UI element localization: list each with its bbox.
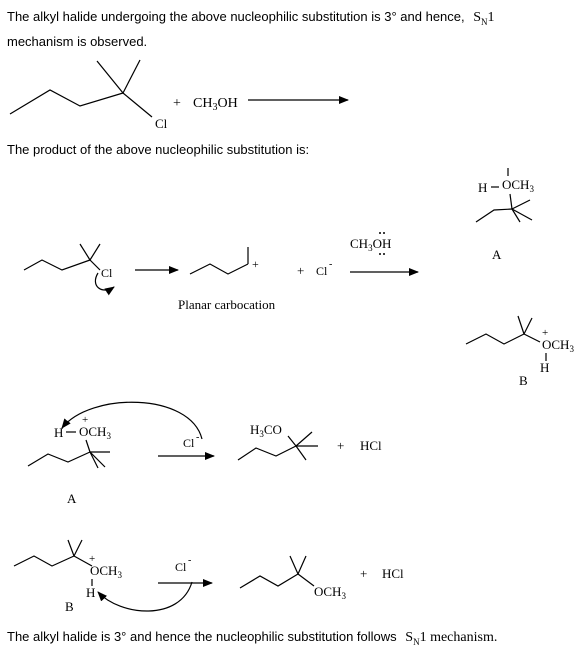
product-a-structure	[475, 193, 533, 223]
reaction1-reagent: CH3OH	[193, 96, 238, 113]
chloride-charge: -	[329, 259, 332, 270]
step-a-hcl: HCl	[360, 438, 382, 453]
step-b-product-structure	[239, 555, 315, 589]
product-a-och3: OCH3	[502, 177, 534, 194]
nucleophile-label: CH3OH	[350, 236, 391, 253]
step-b-charge: +	[89, 553, 95, 565]
reactant-cl-label: Cl	[155, 116, 168, 131]
step-b-chloride: Cl	[175, 560, 187, 574]
substrate-cl-label: Cl	[101, 266, 113, 280]
step-a-plus: +	[337, 438, 344, 453]
step-b-label: B	[65, 599, 74, 614]
carbocation-charge: +	[252, 257, 259, 271]
step-b-hcl: HCl	[382, 566, 404, 581]
conclusion-text: The alkyl halide is 3° and hence the nuc…	[7, 629, 497, 647]
reactant-structure	[9, 59, 153, 118]
step-a-h: H	[54, 425, 63, 440]
step-b-structure	[13, 539, 93, 567]
step-b-product-och3: OCH3	[314, 584, 346, 601]
intro-sn1: SN1	[473, 10, 495, 27]
intro-line-2: mechanism is observed.	[7, 34, 148, 49]
leaving-group-curved-arrow	[94, 272, 115, 296]
step-a-product-structure	[237, 431, 318, 461]
product-b-h: H	[540, 360, 549, 375]
lone-pair-dots	[379, 232, 385, 255]
product-a-label: A	[492, 247, 502, 262]
product-b-label: B	[519, 373, 528, 388]
carbocation-structure	[189, 247, 249, 275]
step-a-label: A	[67, 491, 77, 506]
step-a-structure	[27, 439, 110, 469]
step-b-plus: +	[360, 566, 367, 581]
step-a-charge: +	[82, 414, 88, 426]
mechanism-plus: +	[297, 263, 304, 278]
conclusion-line: The alkyl halide is 3° and hence the nuc…	[7, 629, 397, 644]
chloride-ion: Cl	[316, 264, 328, 278]
carbocation-caption: Planar carbocation	[178, 297, 276, 312]
reaction1-plus: +	[173, 96, 181, 111]
step-b-chloride-charge: -	[188, 555, 191, 566]
step-a-product-h3co: H3CO	[250, 422, 282, 439]
step-b-h: H	[86, 585, 95, 600]
product-b-och3: OCH3	[542, 337, 574, 354]
product-a-h: H	[478, 180, 487, 195]
step-a-chloride: Cl	[183, 436, 195, 450]
step-b-curved-arrow	[97, 581, 193, 612]
product-b-structure	[465, 315, 541, 345]
step-a-chloride-charge: -	[196, 432, 199, 443]
intro-line-1: The alkyl halide undergoing the above nu…	[7, 9, 465, 24]
step-b-och3: OCH3	[90, 563, 122, 580]
step-a-och3: OCH3	[79, 424, 111, 441]
intro-text: The alkyl halide undergoing the above nu…	[7, 9, 495, 27]
product-b-charge: +	[542, 327, 548, 339]
product-line: The product of the above nucleophilic su…	[7, 142, 310, 157]
step-a-curved-arrow	[61, 401, 203, 440]
substrate-structure	[23, 243, 101, 271]
conclusion-sn1: SN1 mechanism.	[405, 630, 498, 647]
